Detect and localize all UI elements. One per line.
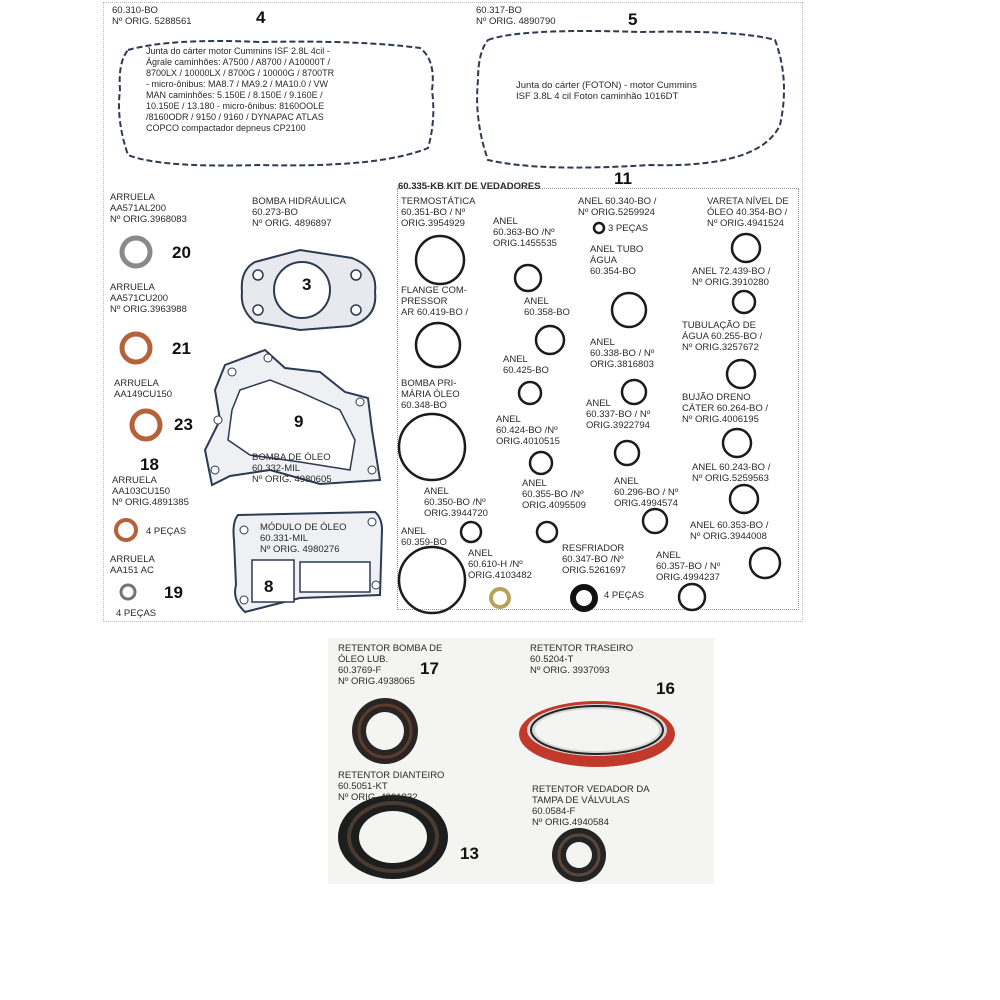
kit-anel-610: ANEL 60.610-H /Nº ORIG.4103482 xyxy=(468,548,532,581)
washer-23 xyxy=(129,408,163,442)
kit-anel-350: ANEL 60.350-BO /Nº ORIG.3944720 xyxy=(424,486,488,519)
part18-qty: 4 PEÇAS xyxy=(146,526,187,537)
kit-anel-425: ANEL 60.425-BO xyxy=(503,354,549,376)
part21-label: ARRUELA AA571CU200 Nº ORIG.3963988 xyxy=(110,282,187,315)
kit-anel-363: ANEL 60.363-BO /Nº ORIG.1455535 xyxy=(493,216,557,249)
part20-label: ARRUELA AA571AL200 Nº ORIG.3968083 xyxy=(110,192,187,225)
part20-number: 20 xyxy=(172,243,191,262)
part8-label: MÓDULO DE ÓLEO 60.331-MIL Nº ORIG. 49802… xyxy=(260,522,347,555)
kit-anel-424: ANEL 60.424-BO /Nº ORIG.4010515 xyxy=(496,414,560,447)
seal16-number: 16 xyxy=(656,679,675,698)
kit-anel-355: ANEL 60.355-BO /Nº ORIG.4095509 xyxy=(522,478,586,511)
part19-label: ARRUELA AA151 AC xyxy=(110,554,155,576)
part3-label: BOMBA HIDRÁULICA 60.273-BO Nº ORIG. 4896… xyxy=(252,196,346,229)
gasket-5-outline xyxy=(476,30,785,169)
part4-number: 4 xyxy=(256,8,266,27)
part5-description: Junta do cárter (FOTON) - motor Cummins … xyxy=(516,80,697,102)
part9-label: BOMBA DE ÓLEO 60.332-MIL Nº ORIG. 498060… xyxy=(252,452,332,485)
kit-bomba-primaria: BOMBA PRI- MÁRIA ÓLEO 60.348-BO xyxy=(401,378,460,411)
kit-qty-3: 3 PEÇAS xyxy=(608,223,649,234)
seal-15 xyxy=(552,828,606,882)
seal13-label: RETENTOR DIANTEIRO 60.5051-KT Nº ORIG. 4… xyxy=(338,770,445,803)
seal13-number: 13 xyxy=(460,844,479,863)
kit-anel-72: ANEL 72.439-BO / Nº ORIG.3910280 xyxy=(692,266,771,288)
kit-flange: FLANGE COM- PRESSOR AR 60.419-BO / xyxy=(401,285,469,318)
kit-rings xyxy=(397,221,782,615)
washer-20 xyxy=(119,235,153,269)
kit-anel-338: ANEL 60.338-BO / Nº ORIG.3816803 xyxy=(590,337,655,370)
kit-anel-357: ANEL 60.357-BO / Nº ORIG.4994237 xyxy=(656,550,721,583)
seal16-label: RETENTOR TRASEIRO 60.5204-T Nº ORIG. 393… xyxy=(530,643,634,676)
kit-resfriador: RESFRIADOR 60.347-BO /Nº ORIG.5261697 xyxy=(562,543,626,576)
part5-orig: Nº ORIG. 4890790 xyxy=(476,16,556,27)
kit-anel-243: ANEL 60.243-BO / Nº ORIG.5259563 xyxy=(692,462,771,484)
kit-qty-4: 4 PEÇAS xyxy=(604,590,645,601)
part4-description: Junta do cárter motor Cummins ISF 2.8L 4… xyxy=(146,46,335,133)
part21-number: 21 xyxy=(172,339,191,358)
gasket-3-bore xyxy=(273,261,331,319)
kit-anel-337: ANEL 60.337-BO / Nº ORIG.3922794 xyxy=(586,398,651,431)
kit-anel-340: ANEL 60.340-BO / Nº ORIG.5259924 xyxy=(578,196,657,218)
part4-code: 60.310-BO xyxy=(112,5,158,16)
part8-number: 8 xyxy=(264,577,274,596)
seal15-label: RETENTOR VEDADOR DA TAMPA DE VÁLVULAS 60… xyxy=(532,784,650,828)
kit-anel-353: ANEL 60.353-BO / Nº ORIG.3944008 xyxy=(690,520,769,542)
part3-number: 3 xyxy=(302,275,312,294)
washer-18 xyxy=(114,518,138,542)
kit-anel-296: ANEL 60.296-BO / Nº ORIG.4994574 xyxy=(614,476,679,509)
part9-number: 9 xyxy=(294,412,304,431)
kit-anel-tubo: ANEL TUBO ÁGUA 60.354-BO xyxy=(590,244,644,277)
kit-anel-359: ANEL 60.359-BO xyxy=(401,526,447,548)
part23-number: 23 xyxy=(174,415,193,434)
part4-orig: Nº ORIG. 5288561 xyxy=(112,16,192,27)
part18-number: 18 xyxy=(140,455,159,474)
kit-box xyxy=(397,188,799,610)
kit-tubulacao: TUBULAÇÃO DE ÁGUA 60.255-BO / Nº ORIG.32… xyxy=(682,320,763,353)
kit-vareta: VARETA NÍVEL DE ÓLEO 40.354-BO / Nº ORIG… xyxy=(707,196,789,229)
kit-bujao: BUJÃO DRENO CÁTER 60.264-BO / Nº ORIG.40… xyxy=(682,392,769,425)
part19-qty: 4 PEÇAS xyxy=(116,608,157,619)
part18-label: ARRUELA AA103CU150 Nº ORIG.4891385 xyxy=(112,475,189,508)
seal-16 xyxy=(519,701,675,767)
gasket-4-outline xyxy=(118,40,435,167)
kit-anel-358: ANEL 60.358-BO xyxy=(524,296,570,318)
seal17-label: RETENTOR BOMBA DE ÓLEO LUB. 60.3769-F Nº… xyxy=(338,643,443,687)
catalog-sheet xyxy=(103,2,803,622)
washer-19 xyxy=(119,583,137,601)
ring-brass xyxy=(489,587,511,609)
ring-resfriador xyxy=(570,584,598,612)
seal-13 xyxy=(338,795,448,879)
part5-code: 60.317-BO xyxy=(476,5,522,16)
part23-label: ARRUELA AA149CU150 xyxy=(114,378,173,400)
part5-number: 5 xyxy=(628,10,638,29)
seal-17 xyxy=(352,698,418,764)
part19-number: 19 xyxy=(164,583,183,602)
kit-termostatica: TERMOSTÁTICA 60.351-BO / Nº ORIG.3954929 xyxy=(401,196,476,229)
kit-title: 60.335-KB KIT DE VEDADORES xyxy=(398,181,541,192)
kit-number: 11 xyxy=(614,169,632,188)
washer-21 xyxy=(119,331,153,365)
seal17-number: 17 xyxy=(420,659,439,678)
